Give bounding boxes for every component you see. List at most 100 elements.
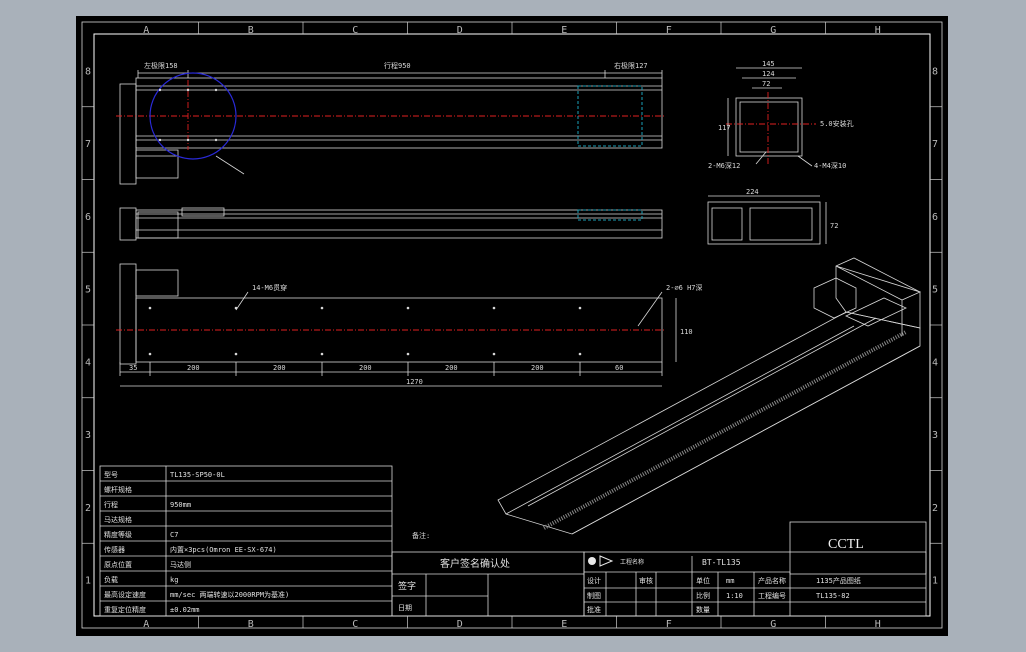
logo-triangle-icon [599,555,614,567]
spec-value: ±0.02mm [170,606,200,614]
zone-row-5: 5 [85,285,91,296]
dim-segment: 35 [129,364,137,372]
zone-row-7: 7 [85,139,91,150]
outer-border [81,21,943,629]
spec-label: 型号 [104,470,118,479]
remark-label: 备注: [412,531,430,540]
dim-124: 124 [762,70,775,78]
company-name: CCTL [828,537,864,552]
mount-hole [578,352,582,356]
stroke-label: 行程950 [384,61,411,70]
mount-hole [578,306,582,310]
zone-row-3: 3 [932,430,938,441]
height-dim: 110 [680,328,693,336]
zone-col-h: H [875,25,881,36]
mount-note: 4-M4深10 [814,161,846,170]
zone-row-7: 7 [932,139,938,150]
side-note: 5.0安装孔 [820,119,854,128]
spec-label: 马达规格 [104,515,132,524]
spec-value: TL135-SP50-0L [170,471,225,479]
spec-label: 行程 [104,500,118,509]
spec-value: C7 [170,531,178,539]
spec-value: 950mm [170,501,191,509]
zone-row-8: 8 [932,66,938,77]
zone-col-g: G [770,25,776,36]
scale-label: 比例 [696,591,710,600]
end-width: 224 [746,188,759,196]
mount-hole [406,352,410,356]
unit-value: mm [726,577,734,585]
inner-border [93,33,931,617]
zone-col-a: A [143,25,149,36]
scale-value: 1:10 [726,592,743,600]
mount-hole [320,306,324,310]
hole-note-left: 14-M6贯穿 [252,283,287,292]
zone-col-c: C [352,619,358,630]
project-label: 工程名称 [620,558,644,566]
zone-row-6: 6 [932,212,938,223]
detail-circle [149,72,237,160]
drawing-no-label: 工程编号 [758,591,786,600]
dim-segment: 200 [273,364,286,372]
mount-hole [492,306,496,310]
spec-label: 精度等级 [104,530,132,539]
zone-col-c: C [352,25,358,36]
zone-col-a: A [143,619,149,630]
customer-block: 客户签名确认处 签字 日期 [391,551,585,617]
spec-label: 重复定位精度 [104,605,146,614]
spec-value: kg [170,576,178,584]
section-view: 145 124 72 117 5.0安装孔 2-M6深12 4-M4深10 [708,60,854,170]
zone-col-e: E [561,619,567,630]
spec-label: 螺杆规格 [104,485,132,494]
left-limit-label: 左极限158 [144,61,178,70]
zone-col-f: F [666,25,672,36]
zone-row-4: 4 [932,357,938,368]
drawing-name: 1135产品图纸 [816,576,861,585]
zone-col-d: D [457,25,463,36]
dim-117: 117 [718,124,731,132]
approve-label: 批准 [587,605,601,614]
mount-hole [492,352,496,356]
mount-hole [320,352,324,356]
spec-value: 马达侧 [170,560,191,569]
zone-col-d: D [457,619,463,630]
zone-col-g: G [770,619,776,630]
end-height: 72 [830,222,838,230]
mount-hole [148,306,152,310]
hole-note: 2-M6深12 [708,161,740,170]
dim-segment: 60 [615,364,623,372]
end-view: 224 72 [707,188,838,245]
mount-hole [234,352,238,356]
check-label: 审核 [639,576,653,585]
spec-value: 内置×3pcs(Omron EE-SX-674) [170,545,277,554]
dim-145: 145 [762,60,775,68]
project-value: BT-TL135 [702,558,741,567]
zone-row-1: 1 [932,576,938,587]
zone-col-b: B [248,25,254,36]
zone-col-f: F [666,619,672,630]
design-label: 设计 [587,576,601,585]
draw-label: 制图 [587,591,601,600]
spec-label: 传感器 [104,545,125,554]
mount-hole [406,306,410,310]
zone-row-3: 3 [85,430,91,441]
side-view [119,207,663,241]
zone-row-1: 1 [85,576,91,587]
zone-row-5: 5 [932,285,938,296]
total-length: 1270 [406,378,423,386]
dim-segment: 200 [187,364,200,372]
drawing-no: TL135-82 [816,592,850,600]
qty-label: 数量 [696,605,710,614]
zone-row-8: 8 [85,66,91,77]
zone-col-b: B [248,619,254,630]
dim-segment: 200 [531,364,544,372]
mount-hole [148,352,152,356]
spec-label: 原点位置 [104,560,132,569]
unit-label: 单位 [696,576,710,585]
top-view: 左极限158 行程950 右极限127 [116,61,666,185]
dim-72: 72 [762,80,770,88]
product-name-label: 产品名称 [758,576,786,585]
